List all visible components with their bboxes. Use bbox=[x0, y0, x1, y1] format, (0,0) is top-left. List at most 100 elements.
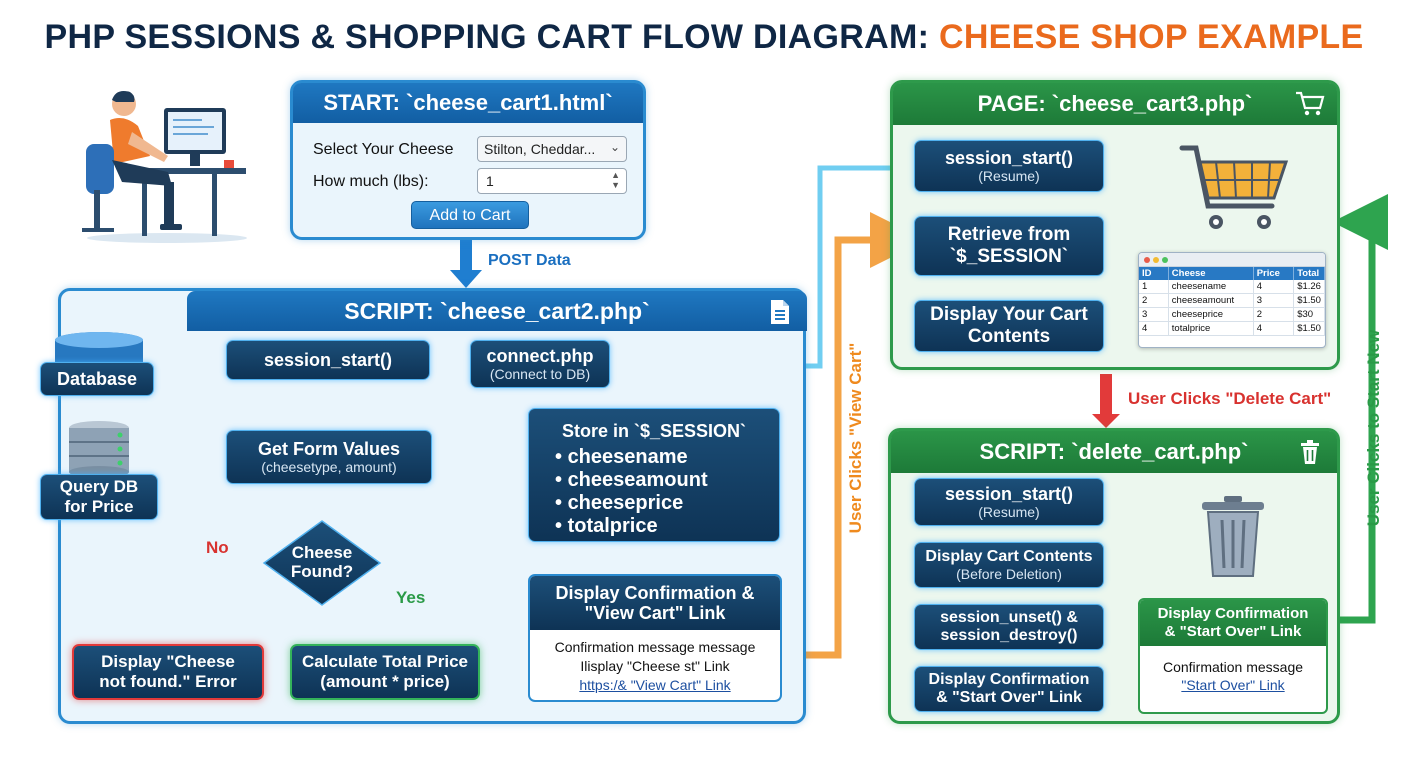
connect-sub: (Connect to DB) bbox=[489, 366, 591, 383]
calc-line1: Calculate Total Price bbox=[302, 652, 468, 672]
table-cell: 2 bbox=[1253, 307, 1295, 322]
cart3-session-sub: (Resume) bbox=[978, 168, 1040, 185]
store-items-list: • cheesename • cheeseamount • cheesepric… bbox=[555, 446, 779, 538]
arrow-delete-cart-head bbox=[1092, 414, 1120, 428]
delete-header: SCRIPT: `delete_cart.php` bbox=[891, 431, 1337, 473]
table-cell: $1.50 bbox=[1293, 293, 1325, 308]
start-over-title-line2: & "Start Over" Link bbox=[1164, 623, 1302, 640]
cart2-session-start-text: session_start() bbox=[263, 349, 393, 370]
start-over-title: Display Confirmation & "Start Over" Link bbox=[1140, 600, 1326, 646]
cheese-found-diamond bbox=[262, 520, 382, 606]
cart-table-col-3: Total bbox=[1293, 267, 1325, 280]
display-cart-box: Display Your Cart Contents bbox=[914, 300, 1104, 352]
table-cell: cheesename bbox=[1168, 280, 1254, 294]
amount-input[interactable]: 1 ▲▼ bbox=[477, 168, 627, 194]
delete-session-sub: (Resume) bbox=[978, 504, 1040, 521]
add-to-cart-button[interactable]: Add to Cart bbox=[411, 201, 529, 229]
window-max-dot bbox=[1162, 257, 1168, 263]
view-cart-label: User Clicks "View Cart" bbox=[846, 342, 865, 534]
error-line2: not found." Error bbox=[99, 672, 237, 691]
retrieve-line2: `$_SESSION` bbox=[949, 246, 1069, 267]
table-cell: 1 bbox=[1139, 280, 1169, 294]
stepper-icon[interactable]: ▲▼ bbox=[611, 170, 620, 190]
get-form-values-box: Get Form Values (cheesetype, amount) bbox=[226, 430, 432, 484]
query-line1: Query DB bbox=[59, 477, 139, 497]
cheese-select-value: Stilton, Cheddar... bbox=[484, 141, 596, 157]
cart3-header: PAGE: `cheese_cart3.php` bbox=[893, 83, 1337, 125]
no-label: No bbox=[206, 538, 229, 557]
cart2-confirm-box: Display Confirmation & "View Cart" Link … bbox=[528, 574, 782, 702]
confirm-text2: Ilisplay "Cheese st" Link bbox=[580, 658, 730, 674]
retrieve-box: Retrieve from `$_SESSION` bbox=[914, 216, 1104, 276]
table-cell: cheeseamount bbox=[1168, 293, 1254, 308]
delete-session-box: session_start() (Resume) bbox=[914, 478, 1104, 526]
calc-total-box: Calculate Total Price (amount * price) bbox=[290, 644, 480, 700]
store-item: • cheeseprice bbox=[555, 492, 684, 514]
start-over-text: Confirmation message bbox=[1162, 659, 1304, 675]
arrow-view-cart bbox=[782, 212, 926, 659]
delete-display-title: Display Cart Contents bbox=[925, 547, 1093, 565]
table-cell: $1.26 bbox=[1293, 280, 1325, 294]
store-item-0: cheesename bbox=[567, 446, 688, 468]
database-box: Database bbox=[40, 362, 154, 396]
shopping-cart-illustration-icon bbox=[1179, 145, 1289, 229]
cart-table-col-2: Price bbox=[1253, 267, 1295, 280]
title-accent: CHEESE SHOP EXAMPLE bbox=[938, 18, 1364, 56]
post-data-label: POST Data bbox=[488, 252, 571, 269]
window-close-dot bbox=[1144, 257, 1150, 263]
table-cell: $1.50 bbox=[1293, 321, 1325, 336]
page-title: PHP SESSIONS & SHOPPING CART FLOW DIAGRA… bbox=[0, 18, 1408, 57]
table-cell: $30 bbox=[1293, 307, 1325, 322]
cart3-session-title: session_start() bbox=[944, 147, 1074, 168]
store-title: Store in `$_SESSION` bbox=[561, 421, 747, 441]
cart2-header: SCRIPT: `cheese_cart2.php` bbox=[187, 291, 807, 331]
shopping-cart-icon bbox=[1296, 91, 1325, 116]
confirm-title-line1: Display Confirmation & bbox=[555, 583, 755, 603]
view-cart-link[interactable]: https:/& "View Cart" Link bbox=[579, 677, 731, 693]
server-icon bbox=[69, 421, 129, 478]
cheese-select[interactable]: Stilton, Cheddar... ⌄ bbox=[477, 136, 627, 162]
cart-table-col-0: ID bbox=[1139, 267, 1169, 280]
table-cell: 2 bbox=[1139, 293, 1169, 308]
database-icon bbox=[55, 332, 143, 362]
query-line2: for Price bbox=[64, 497, 134, 516]
delete-confirm-box: Display Confirmation & "Start Over" Link bbox=[914, 666, 1104, 712]
confirm-text1: Confirmation message message bbox=[554, 639, 756, 655]
connect-title: connect.php bbox=[486, 345, 594, 366]
store-item-3: totalprice bbox=[567, 515, 658, 537]
cart2-session-start-box: session_start() bbox=[226, 340, 430, 380]
arrow-start-new bbox=[1328, 194, 1388, 624]
title-main: PHP SESSIONS & SHOPPING CART FLOW DIAGRA… bbox=[44, 18, 939, 56]
confirm-title-line2: "View Cart" Link bbox=[584, 603, 726, 623]
database-label: Database bbox=[56, 368, 138, 389]
table-cell: totalprice bbox=[1168, 321, 1254, 336]
error-line1: Display "Cheese bbox=[101, 652, 235, 672]
session-unset-box: session_unset() & session_destroy() bbox=[914, 604, 1104, 650]
delete-confirm-line1: Display Confirmation bbox=[928, 670, 1090, 688]
store-item: • cheesename bbox=[555, 446, 688, 468]
form-sub: (cheesetype, amount) bbox=[261, 459, 397, 476]
store-session-box: Store in `$_SESSION` • cheesename • chee… bbox=[528, 408, 780, 542]
arrow-post-head bbox=[450, 270, 482, 288]
chevron-down-icon: ⌄ bbox=[609, 140, 620, 154]
start-header: START: `cheese_cart1.html` bbox=[293, 83, 643, 123]
display-line1: Display Your Cart bbox=[930, 304, 1088, 326]
delete-confirm-line2: & "Start Over" Link bbox=[936, 689, 1082, 706]
trash-can-icon bbox=[1202, 496, 1264, 577]
start-over-link[interactable]: "Start Over" Link bbox=[1181, 677, 1285, 693]
decision-line2: Found? bbox=[290, 562, 354, 581]
cart-table-col-1: Cheese bbox=[1168, 267, 1254, 280]
query-db-box: Query DB for Price bbox=[40, 474, 158, 520]
select-label: Select Your Cheese bbox=[313, 141, 454, 158]
store-item: • cheeseamount bbox=[555, 469, 708, 491]
unset-line1: session_unset() & bbox=[940, 608, 1078, 626]
store-item-1: cheeseamount bbox=[567, 469, 708, 491]
decision-line1: Cheese bbox=[291, 543, 353, 562]
delete-session-title: session_start() bbox=[944, 483, 1074, 504]
error-box: Display "Cheese not found." Error bbox=[72, 644, 264, 700]
